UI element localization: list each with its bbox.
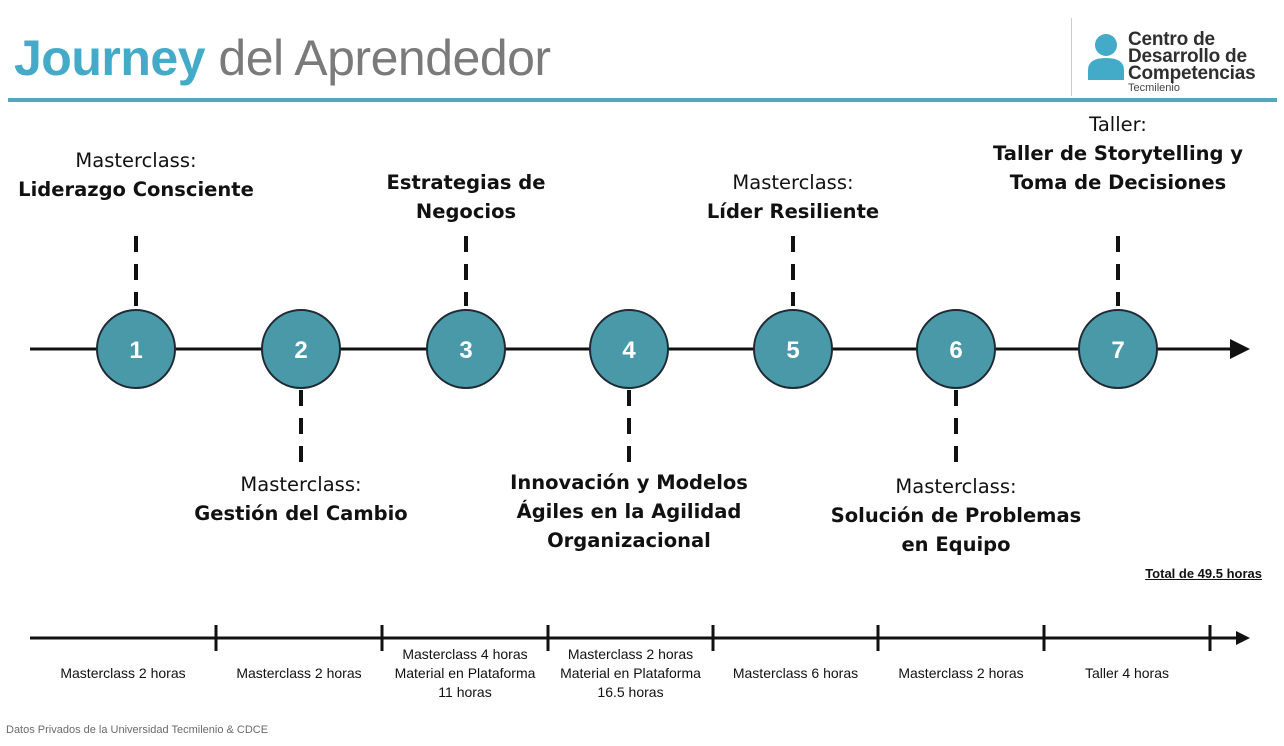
milestone-node <box>96 309 176 389</box>
milestone-number: 5 <box>786 337 799 364</box>
milestone-label: Masterclass: Líder Resiliente <box>663 168 923 226</box>
milestone-node <box>753 309 833 389</box>
milestone-prefix: Masterclass: <box>75 149 197 172</box>
milestone-node <box>426 309 506 389</box>
milestone-number: 3 <box>459 337 472 364</box>
milestone-node <box>261 309 341 389</box>
milestone-prefix: Masterclass: <box>732 171 854 194</box>
milestone-node <box>916 309 996 389</box>
footer-note: Datos Privados de la Universidad Tecmile… <box>6 724 269 736</box>
milestone-number: 7 <box>1111 337 1124 364</box>
milestone-label: Masterclass: Gestión del Cambio <box>171 470 431 528</box>
milestone-name: Taller de Storytelling y Toma de Decisio… <box>993 142 1243 194</box>
milestone-prefix: Masterclass: <box>895 475 1017 498</box>
milestone-name: Gestión del Cambio <box>194 502 408 525</box>
segment-hours-label: Masterclass 6 horas <box>711 664 881 683</box>
milestone-name: Estrategias de Negocios <box>386 171 546 223</box>
milestone-name: Innovación y Modelos Ágiles en la Agilid… <box>510 471 748 552</box>
logo-person-icon <box>1088 34 1124 80</box>
milestone-label: Masterclass: Liderazgo Consciente <box>6 146 266 204</box>
segment-hours-label: Masterclass 2 horas <box>38 664 208 683</box>
segment-hours-line: Masterclass 2 horas <box>567 646 694 662</box>
logo-divider <box>1071 18 1072 96</box>
milestone-name: Líder Resiliente <box>706 200 880 223</box>
milestone-number: 6 <box>949 337 962 364</box>
milestone-number: 2 <box>294 337 307 364</box>
segment-hours-label: Masterclass 2 horas <box>876 664 1046 683</box>
milestone-prefix: Taller: <box>1089 113 1147 136</box>
journey-axis-arrow <box>1230 339 1250 359</box>
milestone-number: 4 <box>622 337 636 364</box>
milestone-number: 1 <box>129 337 142 364</box>
title-highlight: Journey <box>14 30 206 86</box>
milestone-label: Estrategias de Negocios <box>336 168 596 226</box>
milestone-name: Solución de Problemas en Equipo <box>830 504 1082 556</box>
logo-line-1: Centro de <box>1128 29 1215 50</box>
total-hours: Total de 49.5 horas <box>1145 566 1262 581</box>
title-rest: del Aprendedor <box>218 30 551 86</box>
milestone-label: Innovación y Modelos Ágiles en la Agilid… <box>499 468 759 555</box>
header-rule <box>8 98 1277 102</box>
segment-hours-line: Masterclass 4 horas <box>402 646 528 662</box>
segment-hours-line: Material en Plataforma <box>394 665 536 681</box>
segment-hours-line: 16.5 horas <box>597 684 664 700</box>
segment-hours-line: Taller 4 horas <box>1084 665 1170 681</box>
logo-line-2: Desarrollo de <box>1128 46 1247 67</box>
hours-axis-arrow <box>1236 631 1250 645</box>
milestone-name: Liderazgo Consciente <box>18 178 254 201</box>
page-title: Journey del Aprendedor <box>14 28 551 88</box>
segment-hours-line: Masterclass 2 horas <box>236 665 362 681</box>
segment-hours-line: Masterclass 6 horas <box>732 665 859 681</box>
segment-hours-line: 11 horas <box>438 684 492 700</box>
logo-subtitle: Tecmilenio <box>1128 82 1180 94</box>
segment-hours-line: Masterclass 2 horas <box>898 665 1024 681</box>
segment-hours-line: Masterclass 2 horas <box>60 665 186 681</box>
logo-line-3: Competencias <box>1128 63 1256 84</box>
milestone-prefix: Masterclass: <box>240 473 362 496</box>
segment-hours-label: Taller 4 horas <box>1042 664 1212 683</box>
milestone-node <box>589 309 669 389</box>
segment-hours-label: Masterclass 2 horas <box>214 664 384 683</box>
cdc-logo: Centro de Desarrollo de Competencias Tec… <box>1088 30 1278 96</box>
milestone-label: Taller: Taller de Storytelling y Toma de … <box>988 110 1248 197</box>
milestone-node <box>1078 309 1158 389</box>
milestone-label: Masterclass: Solución de Problemas en Equ… <box>826 472 1086 559</box>
segment-hours-line: Material en Plataforma <box>560 665 701 681</box>
